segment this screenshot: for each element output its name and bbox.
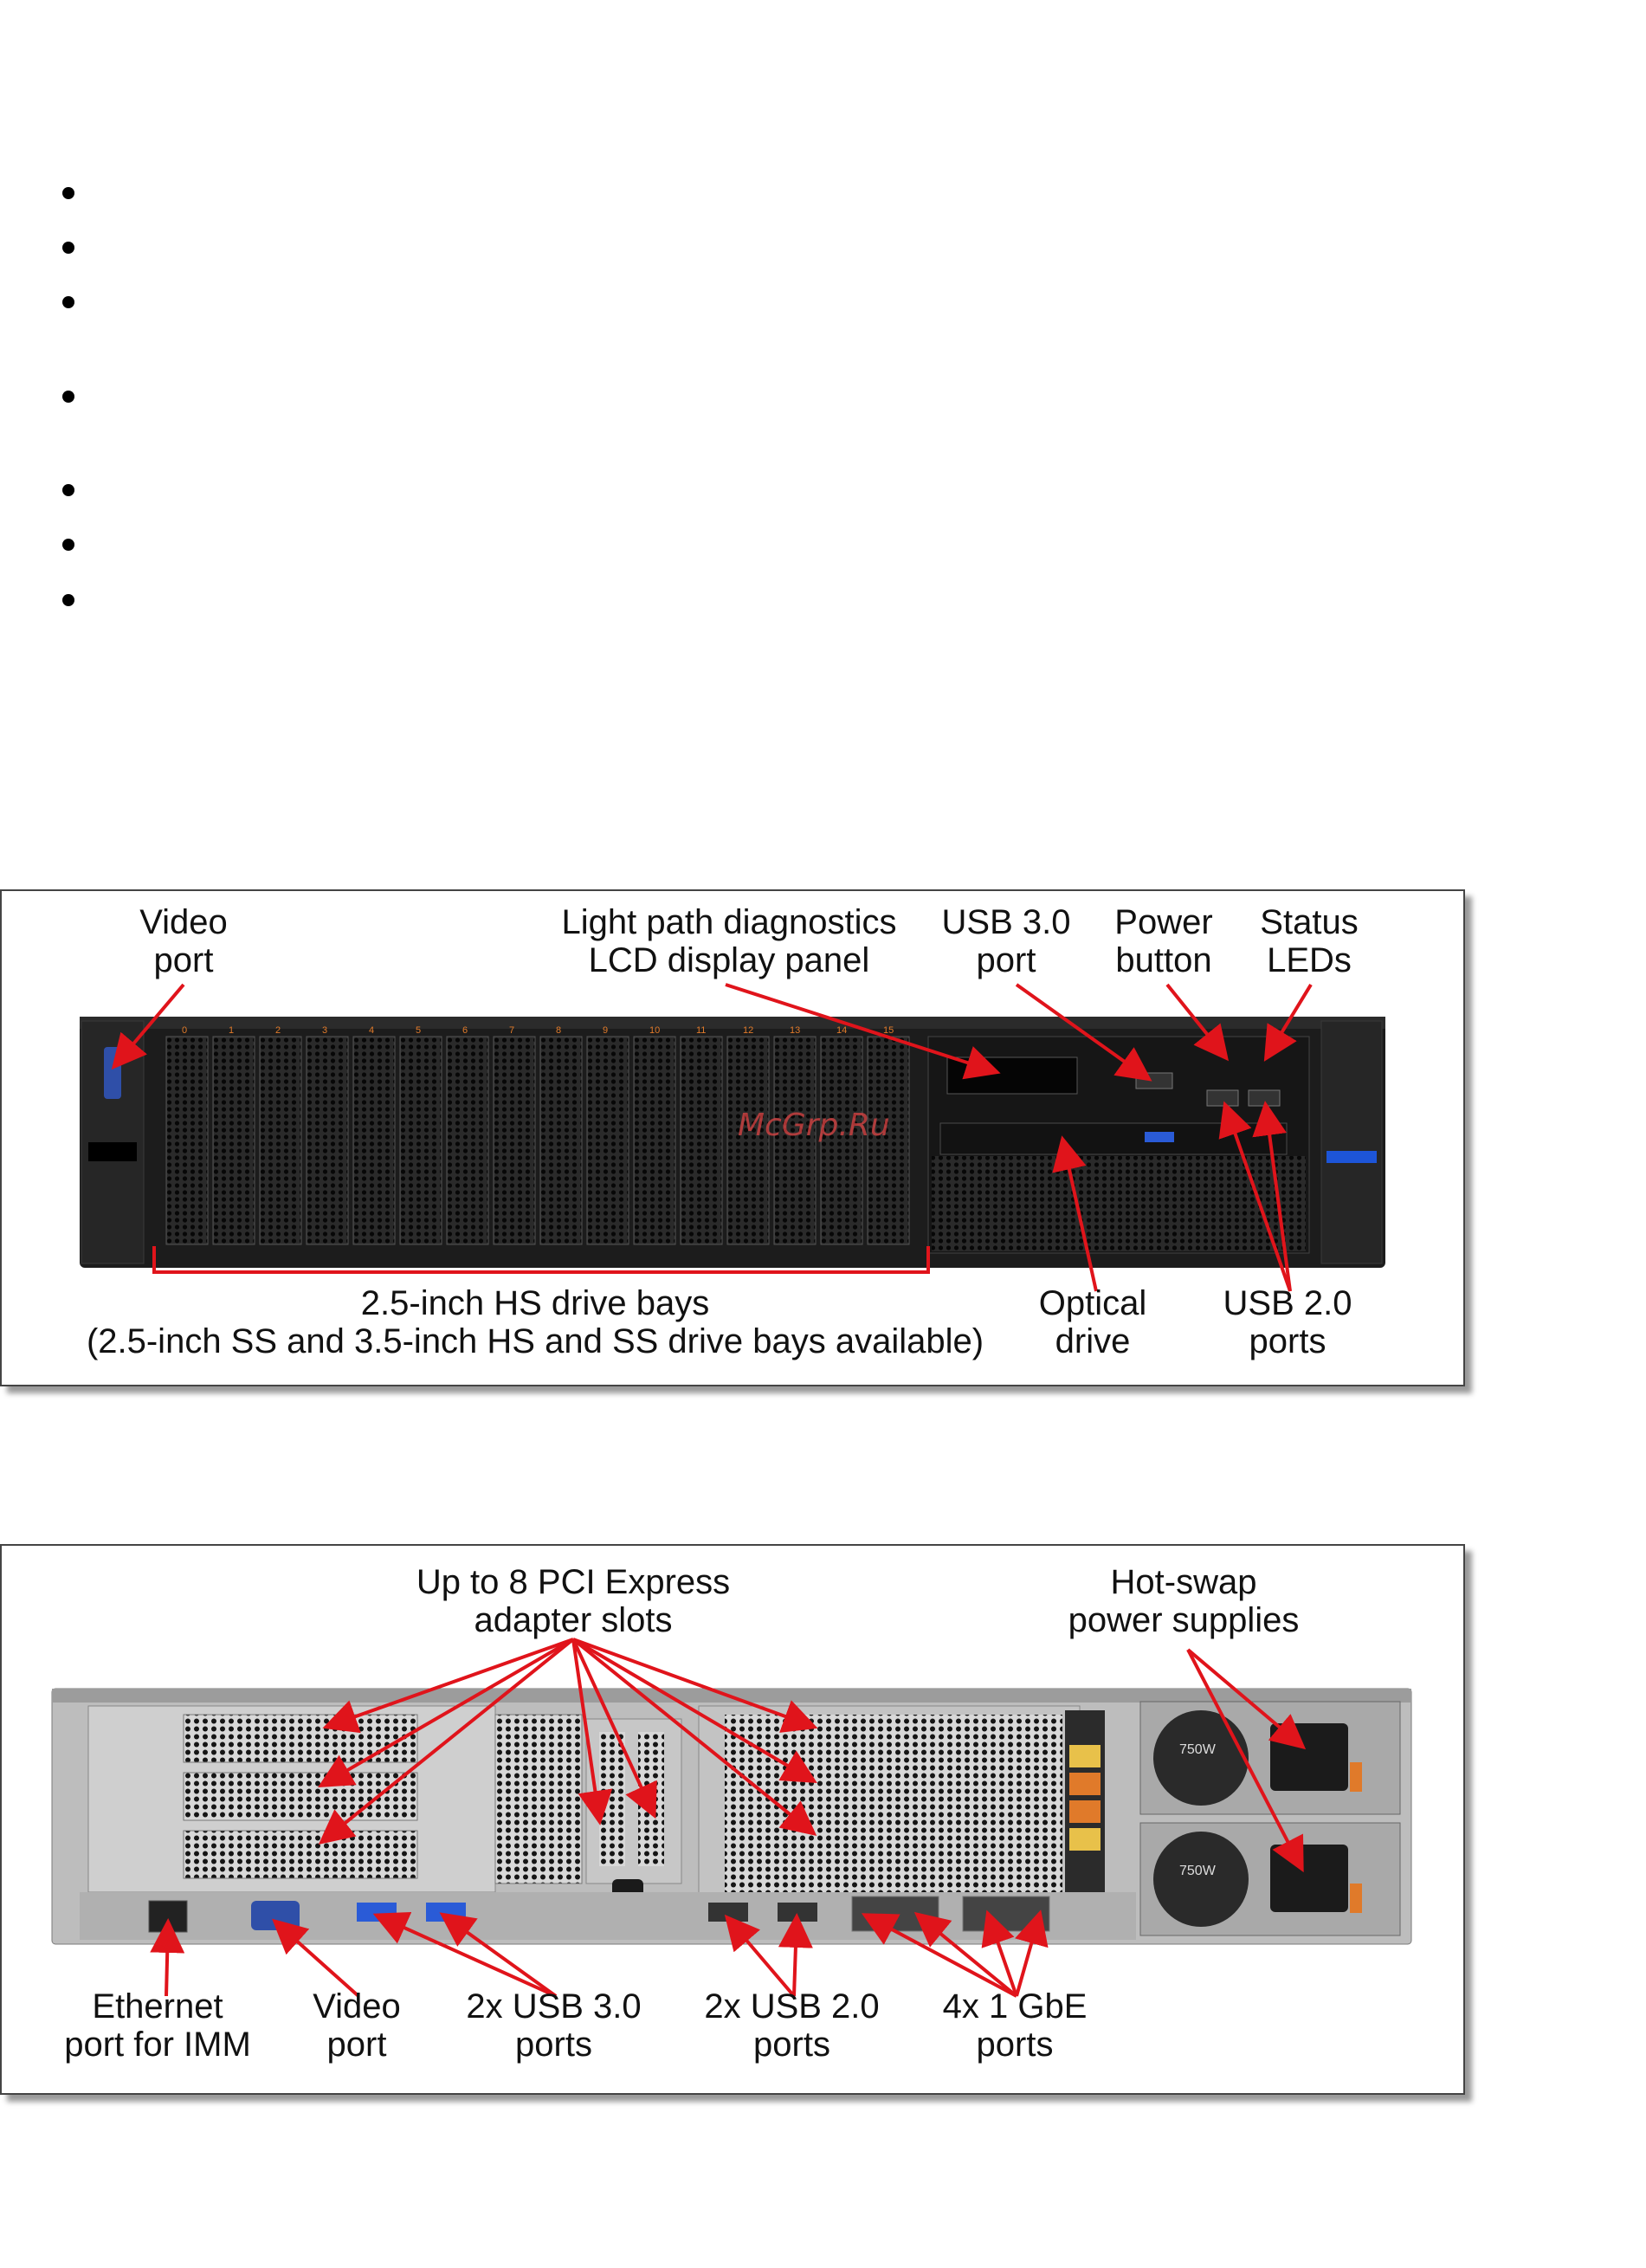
label-line: power supplies <box>1068 1601 1300 1639</box>
label-rear-usb2: 2x USB 2.0 ports <box>694 1987 889 2064</box>
label-line: ports <box>976 2026 1054 2064</box>
rear-chassis-illustration: 750W 750W <box>51 1638 1412 1998</box>
label-ethernet-imm: Ethernet port for IMM <box>54 1987 261 2064</box>
label-line: Video <box>139 903 228 941</box>
bullet <box>62 296 74 308</box>
label-line: ports <box>515 2026 592 2064</box>
label-line: Hot-swap <box>1110 1563 1257 1601</box>
label-line: port <box>976 941 1036 979</box>
label-line: ports <box>753 2026 830 2064</box>
bullet <box>62 187 74 199</box>
psu-rating-2: 750W <box>1179 1864 1217 1878</box>
label-line: USB 2.0 <box>1223 1284 1352 1322</box>
label-power-supplies: Hot-swap power supplies <box>1054 1563 1314 1639</box>
label-power-button: Power button <box>1094 903 1233 979</box>
rear-view-figure: 750W 750W Up to 8 PCI Express adapter sl… <box>0 1544 1465 2095</box>
label-rear-video-port: Video port <box>292 1987 422 2064</box>
bay-number: 1 <box>229 1025 234 1036</box>
bay-number: 3 <box>322 1025 327 1036</box>
bay-number: 11 <box>696 1025 706 1036</box>
watermark: McGrp.Ru <box>738 1108 890 1143</box>
label-usb3-port: USB 3.0 port <box>928 903 1084 979</box>
bay-number: 0 <box>182 1025 187 1036</box>
label-line: LCD display panel <box>588 941 870 979</box>
bullet <box>62 539 74 551</box>
label-line: button <box>1115 941 1212 979</box>
label-optical-drive: Optical drive <box>1023 1284 1162 1360</box>
bullet <box>62 484 74 496</box>
label-line: drive <box>1055 1322 1131 1360</box>
label-line: Video <box>313 1987 401 2026</box>
label-lightpath: Light path diagnostics LCD display panel <box>547 903 911 979</box>
label-line: 2.5-inch HS drive bays <box>360 1284 710 1322</box>
label-status-leds: Status LEDs <box>1240 903 1378 979</box>
bullet <box>62 391 74 403</box>
label-line: adapter slots <box>474 1601 673 1639</box>
bullet <box>62 594 74 606</box>
bay-number: 10 <box>649 1025 660 1036</box>
label-line: Ethernet <box>92 1987 223 2026</box>
bay-number: 9 <box>603 1025 608 1036</box>
label-line: ports <box>1249 1322 1326 1360</box>
label-rear-usb3: 2x USB 3.0 ports <box>456 1987 651 2064</box>
bay-number: 4 <box>369 1025 374 1036</box>
label-drive-bays: 2.5-inch HS drive bays (2.5-inch SS and … <box>85 1284 985 1360</box>
label-pci-slots: Up to 8 PCI Express adapter slots <box>400 1563 746 1639</box>
bay-number: 2 <box>275 1025 281 1036</box>
label-gbe-ports: 4x 1 GbE ports <box>928 1987 1101 2064</box>
label-line: LEDs <box>1267 941 1352 979</box>
label-usb2-ports: USB 2.0 ports <box>1214 1284 1361 1360</box>
label-line: Power <box>1114 903 1213 941</box>
label-line: port <box>153 941 214 979</box>
label-video-port: Video port <box>110 903 257 979</box>
label-line: USB 3.0 <box>941 903 1071 941</box>
label-line: 2x USB 2.0 <box>704 1987 880 2026</box>
label-line: Optical <box>1038 1284 1147 1322</box>
label-line: Up to 8 PCI Express <box>416 1563 731 1601</box>
bay-number: 6 <box>462 1025 468 1036</box>
bullet <box>62 242 74 254</box>
bay-number: 15 <box>883 1025 894 1036</box>
label-line: Status <box>1260 903 1359 941</box>
label-line: Light path diagnostics <box>561 903 897 941</box>
label-line: 2x USB 3.0 <box>466 1987 642 2026</box>
label-line: (2.5-inch SS and 3.5-inch HS and SS driv… <box>86 1322 984 1360</box>
bay-number: 14 <box>836 1025 847 1036</box>
label-line: 4x 1 GbE <box>942 1987 1088 2026</box>
label-line: port for IMM <box>64 2026 251 2064</box>
label-line: port <box>326 2026 387 2064</box>
bay-number: 13 <box>790 1025 800 1036</box>
bay-number: 5 <box>416 1025 421 1036</box>
bay-number: 8 <box>556 1025 561 1036</box>
bay-number: 7 <box>509 1025 514 1036</box>
psu-rating-1: 750W <box>1179 1742 1217 1757</box>
bay-number: 12 <box>743 1025 753 1036</box>
